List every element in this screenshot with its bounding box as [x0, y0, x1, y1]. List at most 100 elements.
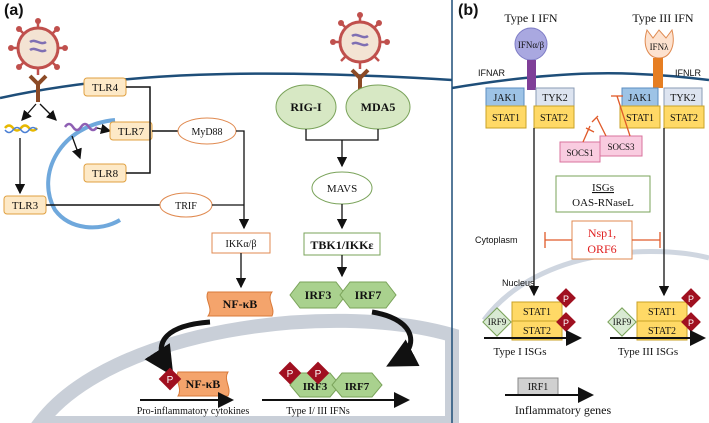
- panel-a: TLR4 TLR7 TLR8 TLR3 MyD88 TRIF: [0, 2, 459, 423]
- svg-text:IRF9: IRF9: [613, 317, 632, 327]
- stat2-left: STAT2: [533, 105, 575, 129]
- tyk2-left: TYK2: [535, 87, 575, 107]
- type3-ifn-title: Type III IFN: [632, 11, 693, 25]
- type1-isgs-label: Type I ISGs: [493, 346, 546, 358]
- mda5-node: MDA5: [345, 84, 411, 130]
- ifnl-ligand: IFNλ: [644, 28, 674, 59]
- svg-text:P: P: [688, 294, 694, 304]
- ifnlr-label: IFNLR: [675, 68, 702, 78]
- type1-ifn-title: Type I IFN: [504, 11, 557, 25]
- socs-inhibition-lines: [582, 95, 631, 143]
- rigi-node: RIG-I: [275, 84, 337, 130]
- svg-text:STAT1: STAT1: [626, 113, 654, 124]
- rna-icon: [63, 122, 99, 132]
- virus-icon: [8, 18, 68, 75]
- irf1-node: IRF1 Inflammatory genes: [505, 377, 612, 417]
- svg-text:JAK1: JAK1: [628, 93, 651, 104]
- jak1-right: JAK1: [621, 87, 659, 107]
- ifnlr-receptor: [653, 58, 663, 88]
- ikk-box: IKKα/β: [211, 232, 271, 254]
- tlr3-box: TLR3: [3, 195, 47, 215]
- irf7-label: IRF7: [355, 288, 382, 302]
- tlr7-label: TLR7: [118, 126, 145, 138]
- tlr4-label: TLR4: [92, 82, 119, 94]
- trif-node: TRIF: [159, 192, 213, 218]
- oas-label: OAS-RNaseL: [572, 197, 634, 209]
- mda5-label: MDA5: [361, 100, 396, 114]
- svg-text:P: P: [563, 294, 569, 304]
- svg-text:SOCS3: SOCS3: [607, 142, 635, 152]
- svg-text:JAK1: JAK1: [493, 93, 516, 104]
- svg-text:TYK2: TYK2: [542, 93, 568, 104]
- nuc-nfkb: NF-κB: [176, 371, 230, 397]
- nuc-irf3-label: IRF3: [303, 381, 328, 393]
- rig-mda-bracket: [305, 129, 379, 166]
- svg-text:IRF9: IRF9: [488, 317, 507, 327]
- pro-inflammatory-label: Pro-inflammatory cytokines: [137, 406, 250, 417]
- cytoplasm-label: Cytoplasm: [475, 235, 518, 245]
- ifnar-label: IFNAR: [478, 68, 506, 78]
- irf3-label: IRF3: [305, 288, 332, 302]
- rna-icon: [4, 126, 38, 134]
- svg-text:STAT1: STAT1: [523, 307, 551, 318]
- tyk2-right: TYK2: [663, 87, 703, 107]
- stat2-right: STAT2: [663, 105, 705, 129]
- type-ifns-label: Type I/ III IFNs: [286, 406, 350, 417]
- svg-text:SOCS1: SOCS1: [566, 148, 593, 158]
- nsp1-orf6-box: Nsp1, ORF6: [571, 220, 633, 260]
- cell-membrane-a: [0, 72, 453, 100]
- socs3-box: SOCS3: [599, 135, 643, 157]
- ifnab-label: IFNα/β: [518, 40, 545, 50]
- nfkb-cyto: NF-κB: [206, 291, 274, 317]
- tlr-bracket: [126, 86, 180, 174]
- ifnab-ligand: IFNα/β: [514, 27, 548, 61]
- virus-icon: [330, 12, 390, 69]
- socs1-box: SOCS1: [559, 141, 601, 163]
- cell-membrane-b: [451, 72, 709, 90]
- nfkb-translocation-arrow: [144, 319, 211, 377]
- irf3-hex: IRF3: [289, 281, 347, 309]
- tlr7-box: TLR7: [109, 121, 153, 141]
- svg-text:STAT2: STAT2: [648, 326, 676, 337]
- isgs-box: ISGs OAS-RNaseL: [555, 175, 651, 213]
- isgs-label: ISGs: [592, 182, 614, 194]
- inflammatory-genes-label: Inflammatory genes: [515, 403, 612, 417]
- nuc-irf3-hex: IRF3: [289, 372, 341, 398]
- rna-icon: [4, 124, 38, 132]
- entry-arrows: [14, 103, 112, 195]
- svg-text:P: P: [167, 375, 174, 386]
- svg-text:STAT2: STAT2: [540, 113, 568, 124]
- ifnl-label: IFNλ: [650, 42, 670, 52]
- nsp1-label: Nsp1,: [588, 226, 616, 240]
- stat1-right: STAT1: [619, 105, 661, 129]
- tlr4-box: TLR4: [83, 77, 127, 97]
- tlr8-box: TLR8: [83, 163, 127, 183]
- mavs-label: MAVS: [327, 183, 357, 195]
- nuc-nfkb-label: NF-κB: [186, 377, 221, 391]
- svg-text:P: P: [563, 318, 569, 328]
- svg-text:P: P: [315, 369, 322, 380]
- svg-text:P: P: [688, 318, 694, 328]
- tlr8-label: TLR8: [92, 168, 119, 180]
- svg-text:STAT1: STAT1: [648, 307, 676, 318]
- orf6-label: ORF6: [587, 242, 616, 256]
- svg-text:P: P: [287, 369, 294, 380]
- rigi-label: RIG-I: [290, 100, 322, 114]
- type3-isgs-label: Type III ISGs: [618, 346, 678, 358]
- svg-text:STAT2: STAT2: [670, 113, 698, 124]
- svg-text:STAT1: STAT1: [492, 113, 520, 124]
- nucleus-label: Nucleus: [502, 278, 535, 288]
- ikk-label: IKKα/β: [226, 239, 257, 250]
- isgf3-left: IRF9 STAT1 STAT2 P P Type I ISGs: [482, 288, 582, 358]
- tbk1-box: TBK1/IKKε: [303, 232, 381, 256]
- panel-b-label: (b): [458, 2, 478, 19]
- panel-a-label: (a): [4, 2, 24, 19]
- tbk1-label: TBK1/IKKε: [310, 238, 373, 252]
- panel-b: (b) Type I IFN Type III IFN IFNα/β IFNAR…: [451, 2, 709, 417]
- isgf3-right: IRF9 STAT1 STAT2 P P Type III ISGs: [607, 288, 706, 358]
- myd88-to-ikk: [236, 130, 250, 230]
- jak1-left: JAK1: [485, 87, 525, 107]
- nsp-inhibition-lines: [544, 232, 661, 248]
